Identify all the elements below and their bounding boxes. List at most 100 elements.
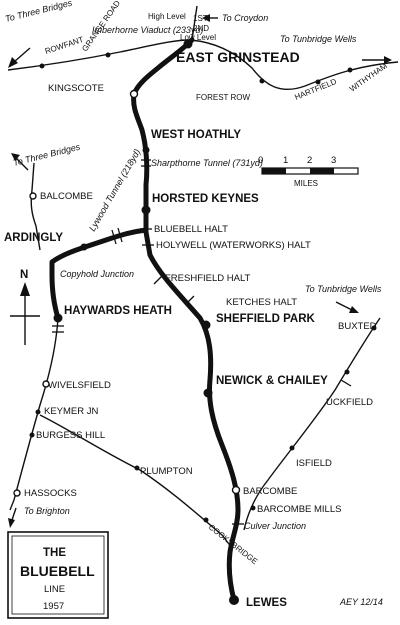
station-marker-newick-chailey bbox=[203, 388, 213, 398]
label-holywell-halt: HOLYWELL (WATERWORKS) HALT bbox=[156, 240, 311, 251]
label-imberhorne-viaduct: Imberhorne Viaduct (233yd) bbox=[92, 25, 203, 35]
label-horsted-keynes: HORSTED KEYNES bbox=[152, 193, 259, 205]
label-low-level: Low Level bbox=[180, 33, 216, 42]
station-marker-barcombe-mills bbox=[250, 505, 256, 511]
label-haywards-heath: HAYWARDS HEATH bbox=[64, 305, 172, 317]
title-box: THE BLUEBELL LINE 1957 bbox=[7, 531, 109, 619]
title-line-1: THE bbox=[43, 547, 66, 559]
label-wivelsfield: WIVELSFIELD bbox=[48, 380, 111, 391]
label-first-level: 1ST bbox=[193, 14, 208, 23]
station-marker-sheffield-park bbox=[201, 320, 211, 330]
scale-tick-3: 3 bbox=[331, 155, 336, 166]
station-marker-lewes bbox=[229, 595, 239, 605]
station-marker-forest-row bbox=[259, 78, 265, 84]
label-high-level: High Level bbox=[148, 12, 186, 21]
label-to-three-bridges-mid: To Three Bridges bbox=[12, 141, 82, 167]
label-buxted: BUXTED bbox=[338, 321, 377, 332]
halt-marker-uckfield bbox=[340, 379, 352, 387]
title-line-2: BLUEBELL bbox=[20, 563, 95, 579]
label-hassocks: HASSOCKS bbox=[24, 488, 77, 499]
title-line-3: LINE bbox=[44, 584, 65, 595]
scale-tick-0: 0 bbox=[258, 155, 263, 166]
label-rowfant: ROWFANT bbox=[44, 35, 85, 56]
station-marker-barcombe bbox=[231, 485, 241, 495]
arrow-to-tunbridge-wells-mid bbox=[335, 301, 359, 313]
north-arrow-label: N bbox=[20, 269, 28, 281]
rail-ardingly-branch[interactable] bbox=[49, 227, 149, 321]
reference-code: AEY 12/14 bbox=[339, 597, 383, 607]
label-lywood-tunnel: Lywood Tunnel (218yd) bbox=[87, 147, 142, 233]
station-marker-hartfield bbox=[315, 79, 321, 85]
station-marker-buxted bbox=[371, 325, 377, 331]
scale-tick-2: 2 bbox=[307, 155, 312, 166]
halt-marker-freshfield bbox=[153, 275, 163, 285]
station-marker-kingscote bbox=[129, 89, 139, 99]
station-marker-plumpton bbox=[134, 465, 140, 471]
title-year: 1957 bbox=[43, 601, 64, 612]
station-marker-withyham bbox=[347, 67, 353, 73]
label-ardingly: ARDINGLY bbox=[4, 232, 63, 244]
label-burgess-hill: BURGESS HILL bbox=[36, 430, 105, 441]
haywards-heath-tunnel-mark bbox=[52, 325, 64, 333]
label-kingscote: KINGSCOTE bbox=[48, 83, 104, 94]
station-marker-horsted-keynes bbox=[141, 205, 151, 215]
label-forest-row: FOREST ROW bbox=[196, 93, 251, 102]
label-to-three-bridges-top: To Three Bridges bbox=[4, 0, 74, 24]
station-marker-cooksbridge bbox=[203, 517, 209, 523]
rail-brighton-main-line-south bbox=[9, 317, 59, 511]
label-culver-junction: Culver Junction bbox=[244, 521, 306, 531]
label-keymer-jn: KEYMER JN bbox=[44, 406, 99, 417]
station-marker-isfield bbox=[289, 445, 295, 451]
north-arrow: N bbox=[10, 269, 40, 345]
rail-uckfield-line bbox=[243, 317, 381, 531]
scale-unit: MILES bbox=[294, 179, 318, 188]
scale-tick-1: 1 bbox=[283, 155, 288, 166]
label-ketches-halt: KETCHES HALT bbox=[226, 297, 297, 308]
label-bluebell-halt: BLUEBELL HALT bbox=[154, 224, 228, 235]
arrow-to-three-bridges-mid bbox=[11, 153, 29, 171]
label-to-tunbridge-wells-top: To Tunbridge Wells bbox=[280, 34, 357, 44]
station-marker-balcombe bbox=[29, 192, 37, 200]
label-east-grinstead: EAST GRINSTEAD bbox=[176, 49, 300, 65]
label-barcombe: BARCOMBE bbox=[243, 486, 297, 497]
station-marker-hassocks bbox=[13, 489, 21, 497]
lywood-tunnel-mark bbox=[111, 227, 123, 245]
station-marker-haywards-heath bbox=[53, 313, 63, 323]
halt-marker-ketches bbox=[185, 295, 195, 305]
rail-three-bridges-tunbridge-wells bbox=[7, 39, 399, 91]
label-sharpthorne-tunnel: Sharpthorne Tunnel (731yd) bbox=[151, 158, 263, 168]
arrow-to-tunbridge-wells-top bbox=[362, 56, 392, 64]
label-barcombe-mills: BARCOMBE MILLS bbox=[257, 504, 341, 515]
station-marker-uckfield bbox=[344, 369, 350, 375]
label-uckfield: UCKFIELD bbox=[326, 397, 373, 408]
label-lewes: LEWES bbox=[246, 597, 287, 609]
station-marker-grange-road bbox=[105, 52, 111, 58]
label-sheffield-park: SHEFFIELD PARK bbox=[216, 313, 316, 325]
label-second-level: 2ND bbox=[193, 24, 209, 33]
rail-croydon-spur bbox=[191, 5, 198, 41]
label-to-brighton: To Brighton bbox=[24, 506, 70, 516]
imberhorne-viaduct-text: Imberhorne Viaduct (233yd) bbox=[92, 25, 203, 35]
label-to-croydon: To Croydon bbox=[222, 13, 268, 23]
label-copyhold-junction: Copyhold Junction bbox=[60, 269, 134, 279]
station-marker-west-hoathly bbox=[142, 146, 150, 154]
label-newick-chailey: NEWICK & CHAILEY bbox=[216, 375, 328, 387]
label-isfield: ISFIELD bbox=[296, 458, 332, 469]
label-plumpton: PLUMPTON bbox=[140, 466, 193, 477]
arrow-to-three-bridges-top bbox=[8, 47, 31, 68]
station-marker-ardingly bbox=[80, 243, 88, 251]
sharpthorne-tunnel-mark bbox=[141, 159, 151, 167]
station-marker-east-grinstead bbox=[183, 39, 193, 49]
label-west-hoathly: WEST HOATHLY bbox=[151, 129, 241, 141]
label-hartfield: HARTFIELD bbox=[293, 77, 338, 102]
label-balcombe: BALCOMBE bbox=[40, 191, 93, 202]
rail-brighton-main-line bbox=[30, 162, 41, 251]
station-marker-burgess-hill bbox=[29, 432, 35, 438]
arrow-to-brighton bbox=[8, 507, 17, 528]
station-marker-keymer-jn bbox=[35, 409, 41, 415]
label-freshfield-halt: FRESHFIELD HALT bbox=[165, 273, 251, 284]
scale-bar: 0 1 2 3 MILES bbox=[258, 155, 359, 188]
station-marker-rowfant bbox=[39, 63, 45, 69]
label-to-tunbridge-wells-mid: To Tunbridge Wells bbox=[305, 284, 382, 294]
